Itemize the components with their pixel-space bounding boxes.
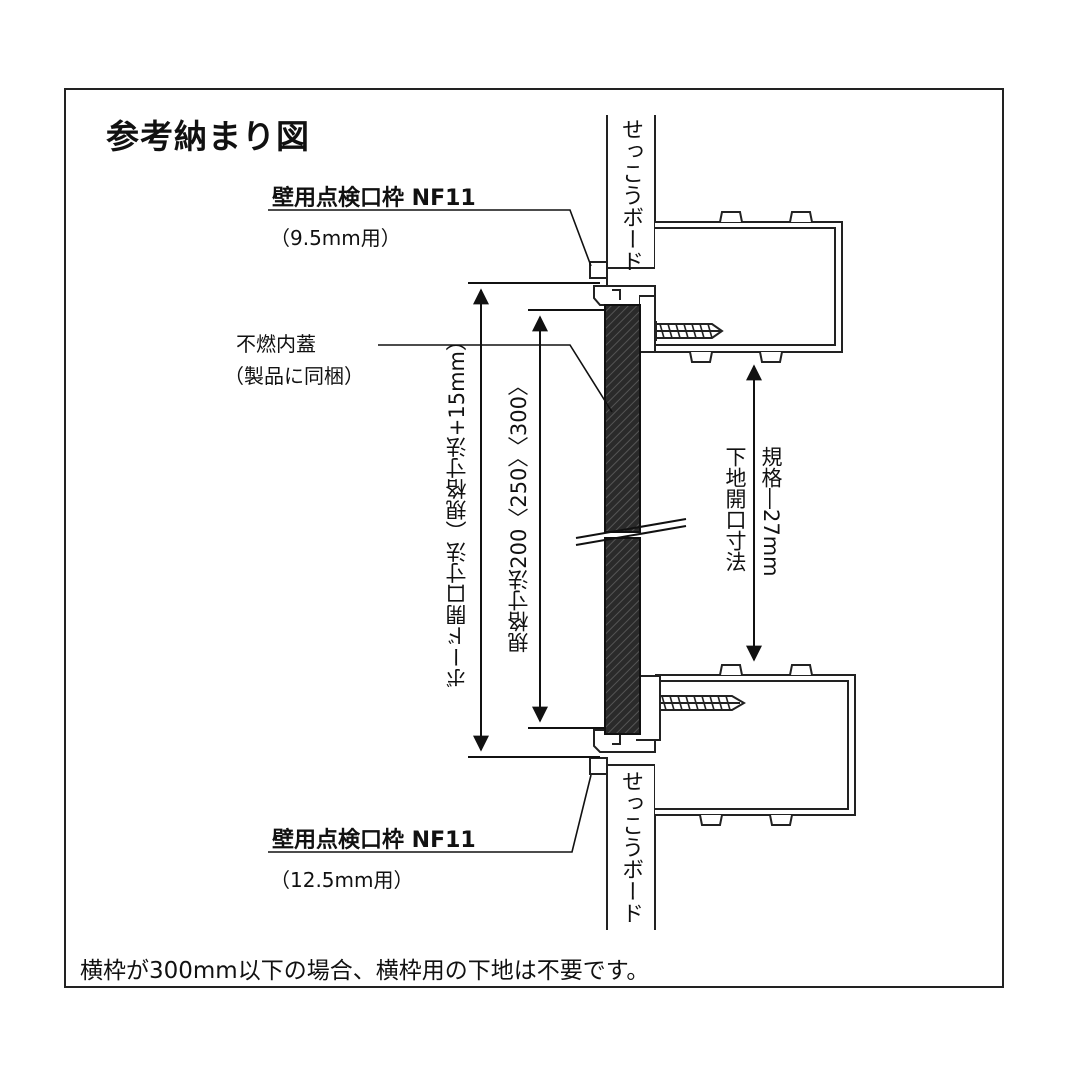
top-frame-spec: （9.5mm用） [270, 226, 401, 250]
gypsum-board-bottom-label: せっこうボード [618, 770, 643, 924]
drawing-title: 参考納まり図 [106, 117, 310, 156]
break-line [575, 518, 687, 546]
base-opening-formula-label: 規格―27mm [759, 446, 783, 577]
standard-size-dimension-label: 規格寸法200〈250〉〈300〉 [507, 375, 531, 653]
bottom-frame-name: 壁用点検口枠 NF11 [272, 828, 476, 853]
board-opening-dimension-label: ボード開口寸法（規格寸法+15mm） [445, 330, 469, 689]
fireproof-inner-lid [604, 304, 641, 735]
frame-profile-bottom [589, 675, 661, 775]
gypsum-board-top-label: せっこうボード [618, 118, 643, 272]
lid-note: （製品に同梱） [224, 364, 364, 388]
top-frame-name: 壁用点検口枠 NF11 [272, 186, 476, 211]
base-opening-dimension-label: 下地開口寸法 [723, 446, 747, 572]
stud-bottom [655, 664, 856, 826]
dimension-standard-size [528, 309, 604, 729]
bottom-frame-spec: （12.5mm用） [270, 868, 414, 892]
lid-name: 不燃内蓋 [236, 332, 316, 356]
leader-lines [268, 209, 613, 853]
dimension-board-opening [468, 282, 600, 758]
frame-profile-top [589, 261, 656, 353]
footnote: 横枠が300mm以下の場合、横枠用の下地は不要です。 [80, 958, 650, 984]
stud-top [655, 211, 843, 363]
